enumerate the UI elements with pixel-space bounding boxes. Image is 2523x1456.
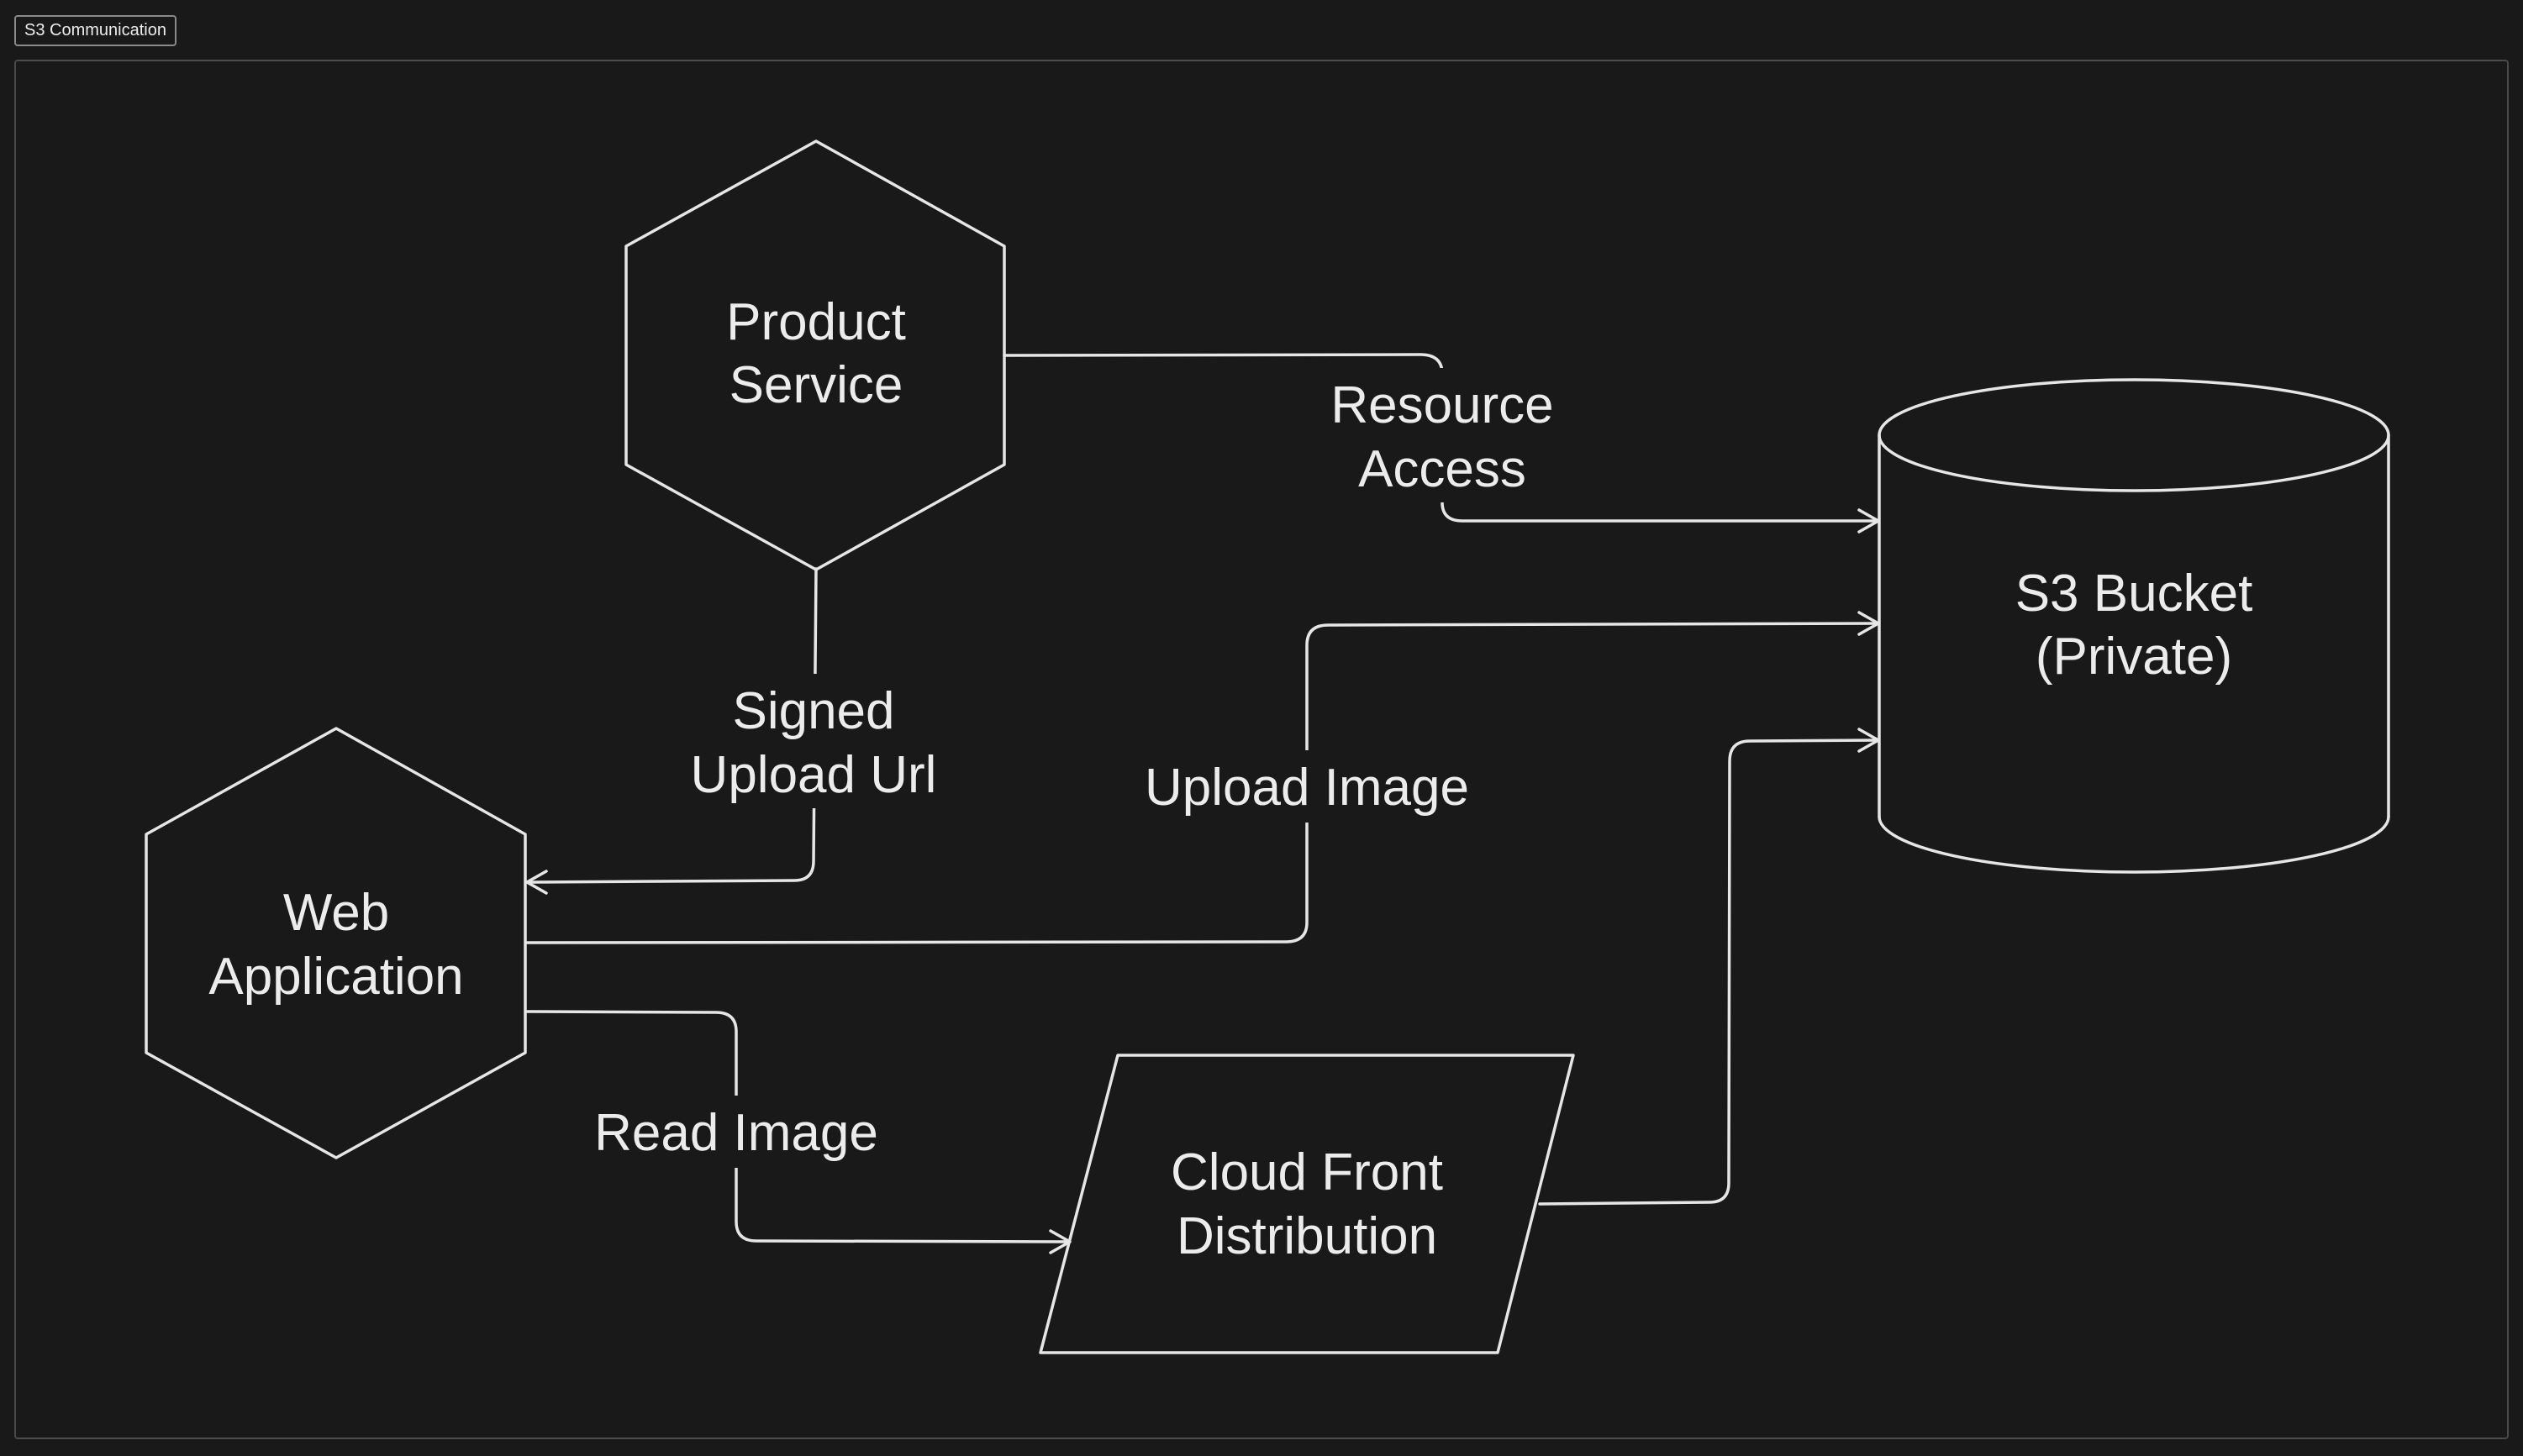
edge-signed-upload-url[interactable] xyxy=(525,567,818,895)
s3-bucket-label-line2: (Private) xyxy=(2036,628,2232,686)
node-cloud-front-distribution[interactable]: Cloud Front Distribution xyxy=(1039,1054,1575,1354)
node-web-application[interactable]: Web Application xyxy=(145,727,527,1159)
resource-access-label-line1: Resource xyxy=(1330,376,1553,434)
s3-bucket-label-line1: S3 Bucket xyxy=(2015,565,2253,623)
node-s3-bucket[interactable]: S3 Bucket (Private) xyxy=(1878,378,2390,874)
frame-title[interactable]: S3 Communication xyxy=(14,15,176,46)
web-application-label-line1: Web xyxy=(283,884,389,942)
product-service-label-line2: Service xyxy=(730,356,903,414)
web-application-label-line2: Application xyxy=(208,948,463,1006)
signed-upload-url-label-line1: Signed xyxy=(732,682,894,740)
resource-access-label-line2: Access xyxy=(1358,440,1526,498)
resource-access-label: Resource Access xyxy=(1316,368,1570,502)
signed-upload-url-label: Signed Upload Url xyxy=(672,674,958,808)
product-service-label-line1: Product xyxy=(726,293,906,351)
signed-upload-url-label-line2: Upload Url xyxy=(691,746,937,804)
diagram-frame xyxy=(14,60,2509,1439)
upload-image-label: Upload Image xyxy=(1123,750,1491,823)
cloud-front-label-line2: Distribution xyxy=(1177,1207,1437,1265)
read-image-label: Read Image xyxy=(575,1096,898,1168)
edge-cloudfront-to-s3[interactable] xyxy=(1538,728,1880,1206)
upload-image-label-text: Upload Image xyxy=(1145,759,1469,817)
cloud-front-label-line1: Cloud Front xyxy=(1171,1143,1443,1201)
node-product-service[interactable]: Product Service xyxy=(624,139,1006,571)
read-image-label-text: Read Image xyxy=(594,1104,878,1162)
